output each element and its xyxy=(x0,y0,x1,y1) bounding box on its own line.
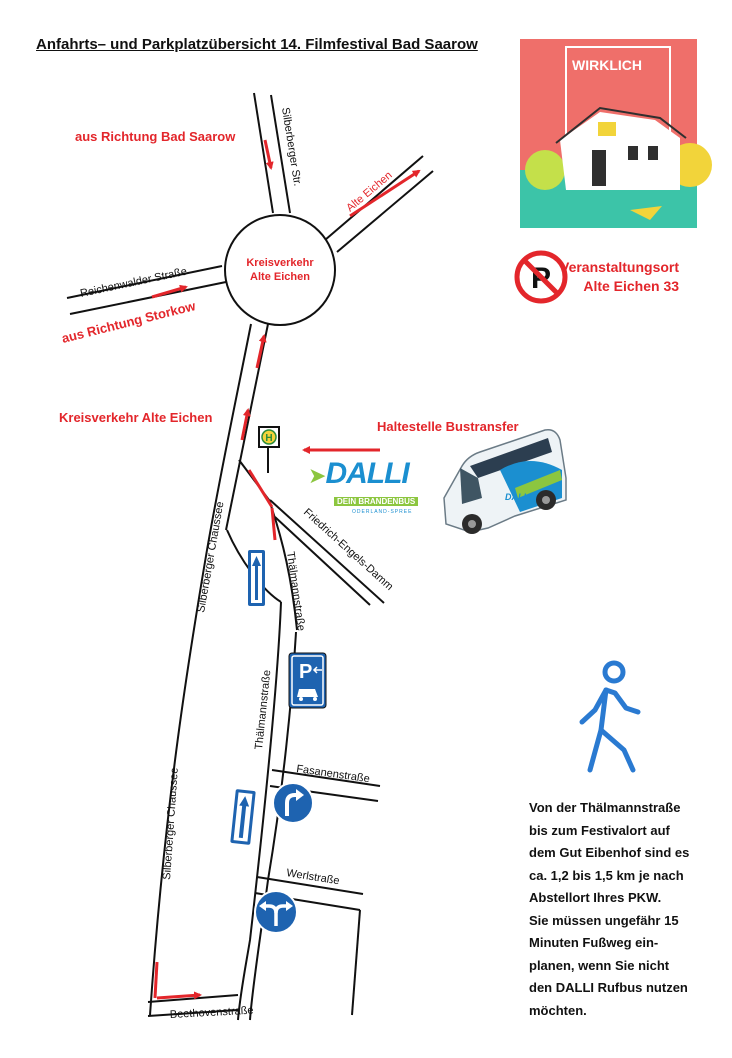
walking-info-line: möchten. xyxy=(529,1002,587,1018)
bus-stop-sign-icon: H xyxy=(258,426,280,473)
walking-info-line: Von der Thälmannstraße xyxy=(529,800,681,815)
roundabout-label-1: Kreisverkehr xyxy=(246,257,314,269)
street-beethoven: Beethovenstraße xyxy=(170,1005,254,1021)
label-from-bad-saarow: aus Richtung Bad Saarow xyxy=(75,129,236,144)
street-fasanen: Fasanenstraße xyxy=(296,763,371,785)
roundabout-label-2: Alte Eichen xyxy=(250,271,310,283)
venue-line-1: Veranstaltungsort xyxy=(560,259,680,275)
street-thaelmann-1: Thälmannstraße xyxy=(284,551,307,632)
dalli-logo-word: DALLI xyxy=(325,457,409,490)
street-silberberger-chaussee-2: Silberberger Chaussee xyxy=(161,767,181,880)
street-silberberger-str: Silberberger Str. xyxy=(279,107,303,187)
dalli-bus-image: DALLI xyxy=(443,428,567,534)
turn-right-sign-icon xyxy=(272,782,314,824)
dalli-logo: ➤DALLI DEIN BRANDENBUS ODERLAND-SPREE xyxy=(308,457,419,515)
poster-label: WIRKLICH xyxy=(572,57,642,73)
street-reichenwalder: Reichenwalder Straße xyxy=(79,266,188,300)
walking-info-line: den DALLI Rufbus nutzen xyxy=(529,980,688,995)
walking-info-line: Abstellort Ihres PKW. xyxy=(529,890,662,905)
label-bus-stop: Haltestelle Bustransfer xyxy=(377,419,519,434)
walking-info-line: bis zum Festivalort auf xyxy=(529,822,670,838)
street-friedrich-engels: Friedrich-Engels-Damm xyxy=(301,506,395,593)
walking-info-line: dem Gut Eibenhof sind es xyxy=(529,845,690,860)
walking-info-line: ca. 1,2 bis 1,5 km je nach xyxy=(529,867,684,883)
venue-line-2: Alte Eichen 33 xyxy=(583,278,680,294)
label-roundabout: Kreisverkehr Alte Eichen xyxy=(59,410,212,425)
page-title: Anfahrts– und Parkplatzübersicht 14. Fil… xyxy=(36,36,478,53)
walking-info-line: Minuten Fußweg ein- xyxy=(529,935,659,950)
parking-letter: P xyxy=(299,661,312,683)
walking-info-line: Sie müssen ungefähr 15 xyxy=(529,912,679,928)
left-or-right-sign-icon xyxy=(254,890,298,934)
walking-person-icon xyxy=(579,660,641,773)
direction-arrows xyxy=(151,139,421,1000)
street-silberberger-chaussee-1: Silberberger Chaussee xyxy=(195,501,226,614)
street-werl: Werlstraße xyxy=(286,867,341,887)
parking-sign-icon: P xyxy=(288,652,327,709)
dalli-region: ODERLAND-SPREE xyxy=(352,509,413,515)
venue-info: Veranstaltungsort Alte Eichen 33 xyxy=(560,258,679,296)
bus-side-text: DALLI xyxy=(505,492,532,502)
walking-info: Von der Thälmannstraße bis zum Festivalo… xyxy=(529,797,719,1022)
festival-poster: WIRKLICH xyxy=(520,39,712,228)
label-from-storkow: aus Richtung Storkow xyxy=(60,298,198,346)
one-way-sign-icon-2 xyxy=(230,789,256,845)
walking-info-line: planen, wenn Sie nicht xyxy=(529,957,670,973)
dalli-tagline: DEIN BRANDENBUS xyxy=(334,497,419,506)
one-way-sign-icon xyxy=(248,550,265,606)
no-parking-icon: P xyxy=(514,250,568,304)
bus-stop-letter: H xyxy=(265,433,272,444)
